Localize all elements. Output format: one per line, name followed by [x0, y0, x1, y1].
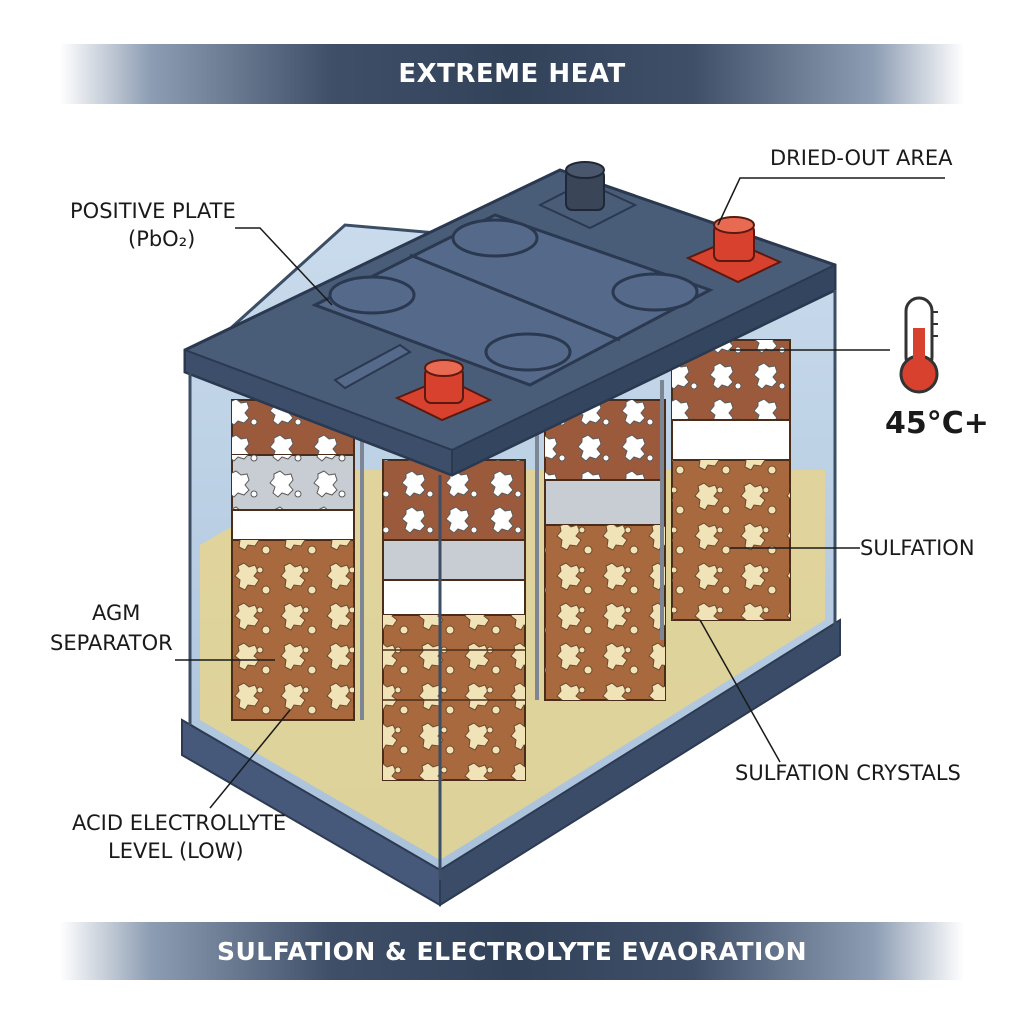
label-sulfation: SULFATION	[860, 536, 975, 560]
label-sulfation-crystals: SULFATION CRYSTALS	[735, 761, 961, 785]
cell-2	[382, 459, 526, 781]
cell-3	[544, 399, 666, 701]
label-electrolyte-level: LEVEL (LOW)	[108, 839, 244, 863]
title-banner-bottom: SULFATION & ELECTROLYTE EVAORATION	[60, 922, 964, 980]
connector-rods	[360, 380, 664, 720]
label-agm: AGM	[92, 601, 140, 625]
battery-lid	[183, 161, 837, 477]
title-sulfation-evaporation: SULFATION & ELECTROLYTE EVAORATION	[216, 936, 808, 966]
cells-back-row	[231, 339, 791, 721]
cell-1	[231, 399, 355, 721]
case-glass-edges	[188, 290, 837, 880]
label-positive-plate-formula: (PbO₂)	[128, 227, 195, 251]
terminal-right	[685, 216, 783, 284]
leader-lines	[175, 177, 945, 809]
label-positive-plate: POSITIVE PLATE	[70, 199, 236, 223]
title-banner-top: EXTREME HEAT	[60, 44, 964, 104]
label-separator: SEPARATOR	[50, 631, 173, 655]
cell-4	[671, 339, 791, 621]
thermometer-icon	[899, 296, 939, 394]
label-acid-electrolyte: ACID ELECTROLLYTE	[72, 811, 286, 835]
label-dried-out-area: DRIED-OUT AREA	[770, 146, 953, 170]
terminal-left	[394, 359, 493, 422]
title-extreme-heat: EXTREME HEAT	[398, 59, 626, 89]
label-temperature: 45°C+	[885, 406, 989, 441]
